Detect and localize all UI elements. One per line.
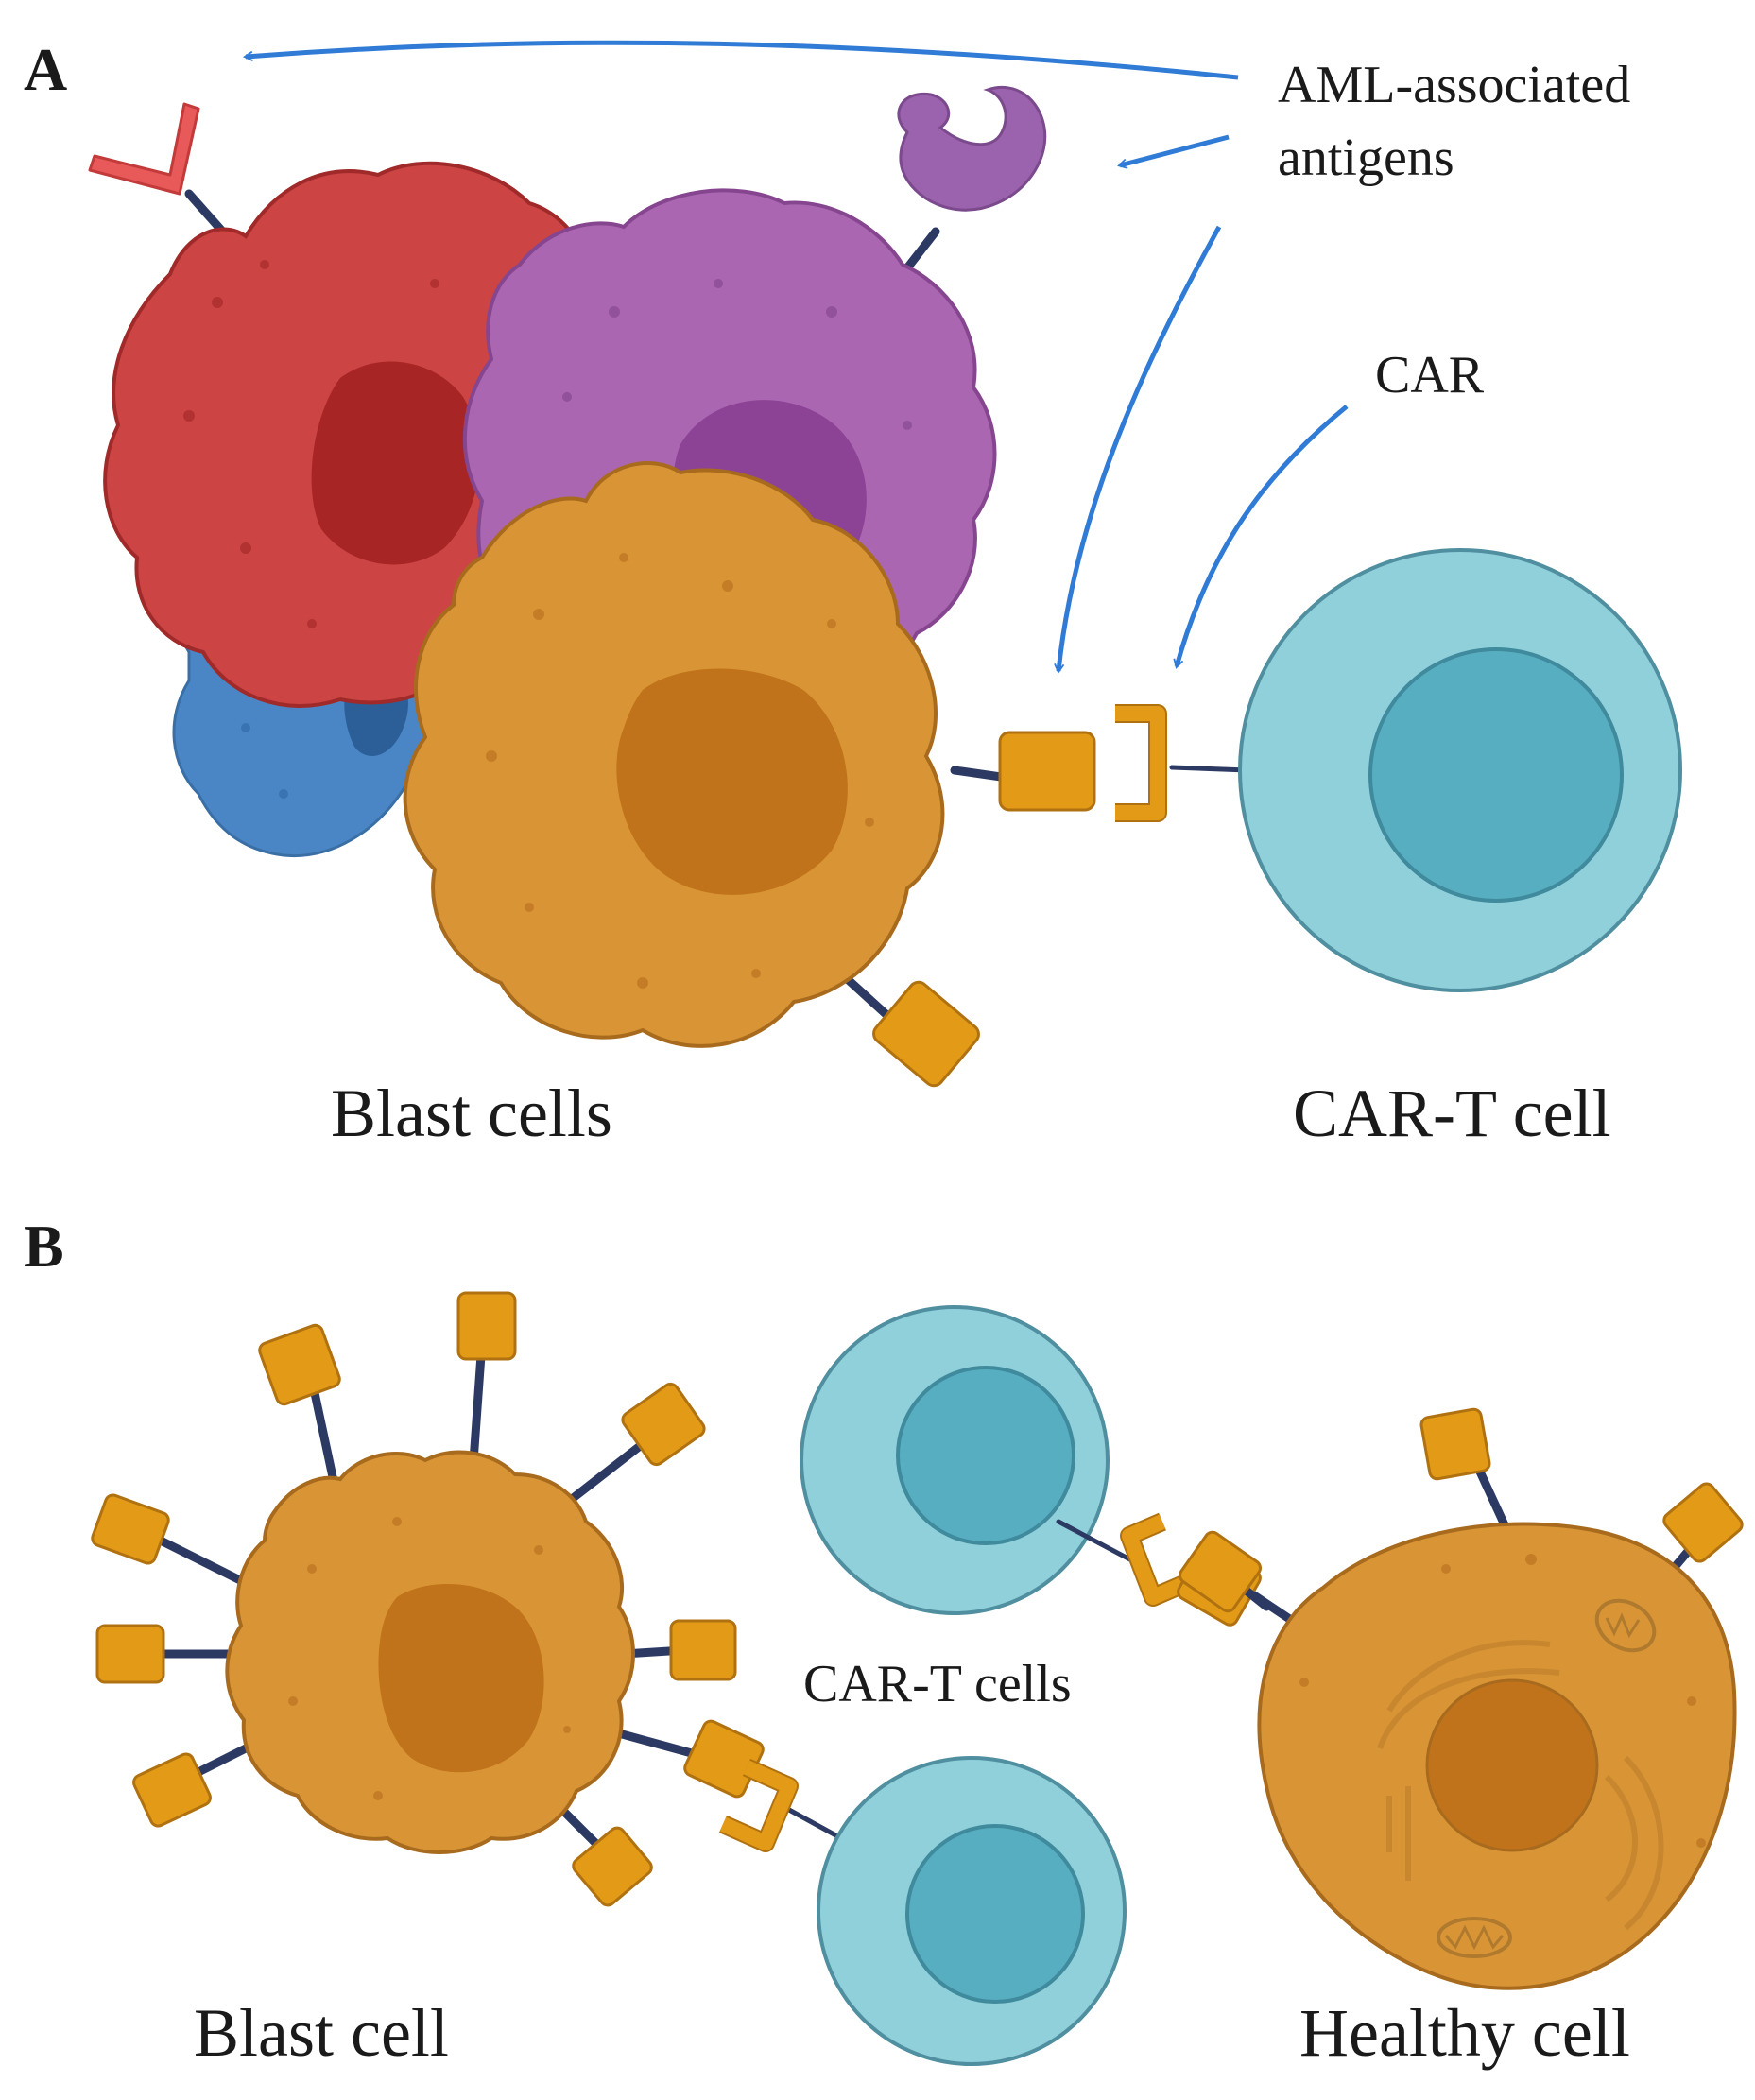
blast-cell — [225, 1450, 635, 1854]
mitochondrion-icon — [1437, 1917, 1512, 1958]
aml-antigen — [872, 980, 980, 1088]
car-t-cell-upper — [800, 1305, 1142, 1615]
car-receptor — [1115, 704, 1250, 822]
healthy-antigen-bound — [1179, 1530, 1262, 1613]
y-shaped-receptor-icon — [88, 102, 200, 196]
car-t-cell-lower — [817, 1756, 1127, 2066]
label-blast-cells: Blast cells — [331, 1076, 612, 1151]
car-t-cell — [1238, 548, 1682, 992]
callout-arrow-red-antigen — [242, 40, 1239, 80]
label-car-t-cells: CAR-T cells — [803, 1655, 1072, 1713]
blast-cell-antigens — [91, 1291, 765, 1907]
panel-b: B — [24, 1213, 1744, 2071]
healthy-cell — [1257, 1522, 1737, 1990]
label-blast-cell: Blast cell — [194, 1995, 449, 2071]
callout-arrow-orange-antigen — [1054, 225, 1222, 674]
callout-label-antigens-line2: antigens — [1278, 129, 1454, 187]
panel-a: A — [24, 36, 1682, 1151]
orange-blast-cell — [403, 461, 1025, 1048]
panel-a-letter: A — [24, 36, 67, 103]
callout-arrow-purple-antigen — [1117, 134, 1230, 169]
label-car-t-cell: CAR-T cell — [1293, 1076, 1611, 1151]
mitochondrion-icon — [1594, 1598, 1657, 1653]
car-receptor-lower — [718, 1758, 844, 1852]
panel-b-letter: B — [24, 1213, 64, 1280]
c-shaped-receptor-icon — [897, 85, 1047, 212]
car-receptor-upper — [1120, 1512, 1190, 1607]
label-healthy-cell: Healthy cell — [1299, 1995, 1630, 2071]
callout-label-car: CAR — [1375, 346, 1485, 405]
callout-arrow-car — [1173, 405, 1349, 669]
aml-antigen — [998, 731, 1096, 812]
callout-label-antigens-line1: AML-associated — [1278, 56, 1630, 114]
